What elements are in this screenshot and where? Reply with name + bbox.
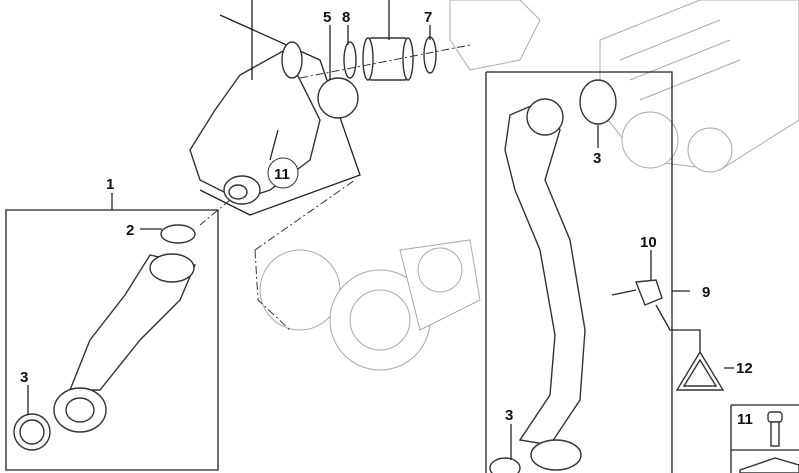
callout-3-bottom: 3 xyxy=(505,407,513,424)
charge-pipe-9 xyxy=(504,98,586,471)
callout-10: 10 xyxy=(640,234,657,251)
group-frame-9 xyxy=(485,71,673,473)
group-frame-1 xyxy=(5,209,219,471)
seal-ring-3-left-inner xyxy=(19,419,45,445)
callout-7: 7 xyxy=(424,9,432,26)
intake-manifold-ghost xyxy=(599,0,799,173)
callout-3-top: 3 xyxy=(593,150,601,167)
callout-5: 5 xyxy=(323,9,331,26)
pressure-sensor-10 xyxy=(611,279,663,306)
coupling-sleeve xyxy=(362,37,414,81)
seal-ring-3-bottom xyxy=(489,457,521,473)
seal-ring-5 xyxy=(317,77,359,119)
turbocharger-ghost xyxy=(254,0,541,371)
callout-11-upper: 11 xyxy=(274,166,290,183)
screw-11-box xyxy=(730,404,799,473)
charge-pipe-1 xyxy=(53,253,196,433)
warning-label-12 xyxy=(675,350,725,391)
callout-11-badge xyxy=(267,157,299,189)
seal-ring-2 xyxy=(160,224,196,244)
callout-11-screw: 11 xyxy=(737,411,753,428)
seal-ring-3-top xyxy=(579,79,617,125)
seal-ring-7 xyxy=(423,36,437,74)
callout-3-left: 3 xyxy=(20,369,28,386)
callout-12: 12 xyxy=(736,360,753,377)
leader-lines xyxy=(27,0,734,460)
callout-9: 9 xyxy=(702,284,710,301)
charge-pipe-upper xyxy=(189,41,321,205)
callout-8: 8 xyxy=(342,9,350,26)
callout-2: 2 xyxy=(126,222,134,239)
callout-1: 1 xyxy=(106,176,114,193)
seal-ring-8 xyxy=(343,41,357,79)
